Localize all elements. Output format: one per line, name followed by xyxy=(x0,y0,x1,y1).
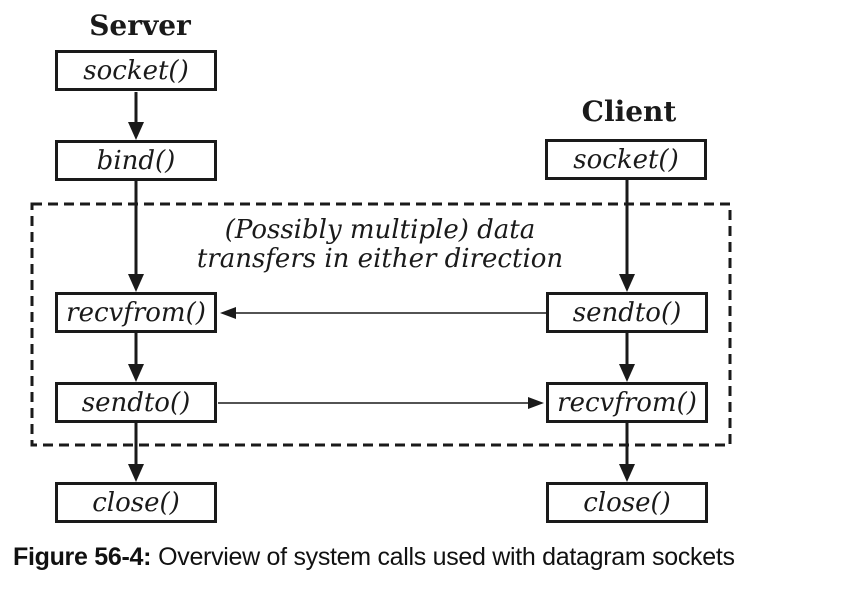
server-close-box: close() xyxy=(55,482,217,523)
figure-caption: Figure 56-4:Overview of system calls use… xyxy=(13,543,735,572)
arrow-client-socket-to-sendto xyxy=(619,180,635,292)
server-recvfrom-box: recvfrom() xyxy=(55,292,217,333)
annotation-line-1: (Possibly multiple) data xyxy=(224,215,536,245)
server-sendto-box: sendto() xyxy=(55,382,217,423)
figure-caption-text: Overview of system calls used with datag… xyxy=(158,543,735,571)
client-recvfrom-box: recvfrom() xyxy=(546,382,708,423)
arrow-server-bind-to-recvfrom xyxy=(128,181,144,292)
arrow-server-sendto-to-client-recvfrom xyxy=(218,397,544,409)
client-socket-box: socket() xyxy=(545,139,707,180)
arrow-client-sendto-to-server-recvfrom xyxy=(220,307,546,319)
data-transfer-annotation: (Possibly multiple) data transfers in ei… xyxy=(197,216,563,274)
arrow-client-sendto-to-recvfrom xyxy=(619,333,635,382)
arrow-client-recvfrom-to-close xyxy=(619,423,635,482)
arrow-server-sendto-to-close xyxy=(128,423,144,482)
figure-caption-number: Figure 56-4: xyxy=(13,543,152,571)
data-transfer-region-outline xyxy=(30,202,732,447)
server-bind-box: bind() xyxy=(55,140,217,181)
server-socket-box: socket() xyxy=(55,50,217,91)
arrow-server-socket-to-bind xyxy=(128,92,144,140)
client-column-title: Client xyxy=(581,95,677,128)
annotation-line-2: transfers in either direction xyxy=(196,244,564,274)
client-close-box: close() xyxy=(546,482,708,523)
client-sendto-box: sendto() xyxy=(546,292,708,333)
server-column-title: Server xyxy=(89,9,191,42)
arrow-server-recvfrom-to-sendto xyxy=(128,333,144,382)
